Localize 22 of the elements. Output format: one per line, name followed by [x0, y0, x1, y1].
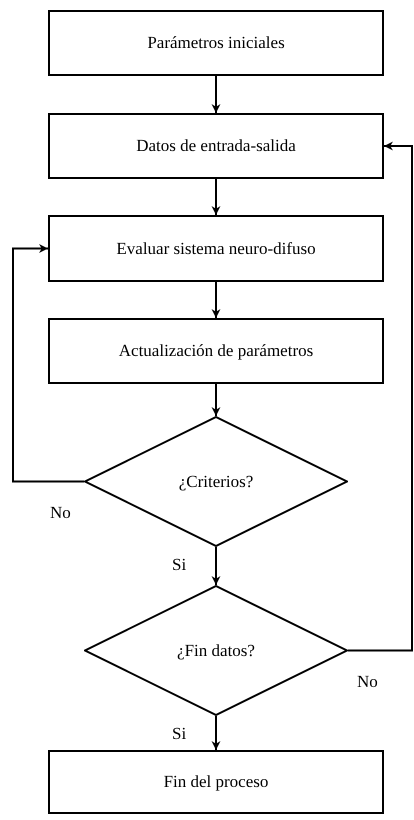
node-text: Fin del proceso: [164, 772, 268, 792]
arrow: [12, 244, 84, 482]
arrow: [348, 142, 413, 652]
decision-diamond: [84, 416, 348, 547]
arrow: [212, 716, 220, 750]
process-box: [48, 318, 384, 384]
decision-diamond: [84, 585, 348, 716]
process-box: [48, 750, 384, 814]
node-text: Parámetros iniciales: [147, 33, 285, 53]
process-box: [48, 10, 384, 76]
process-box: [48, 113, 384, 179]
arrow: [212, 179, 220, 215]
arrow: [212, 282, 220, 318]
arrow: [212, 384, 220, 416]
node-text: Datos de entrada-salida: [136, 136, 296, 156]
node-text: ¿Criterios?: [178, 472, 254, 492]
node-text: Actualización de parámetros: [118, 341, 314, 361]
process-box: [48, 215, 384, 282]
arrow: [212, 76, 220, 113]
node-text: ¿Fin datos?: [177, 640, 255, 660]
node-text: Evaluar sistema neuro-difuso: [116, 238, 316, 258]
arrow: [212, 547, 220, 585]
